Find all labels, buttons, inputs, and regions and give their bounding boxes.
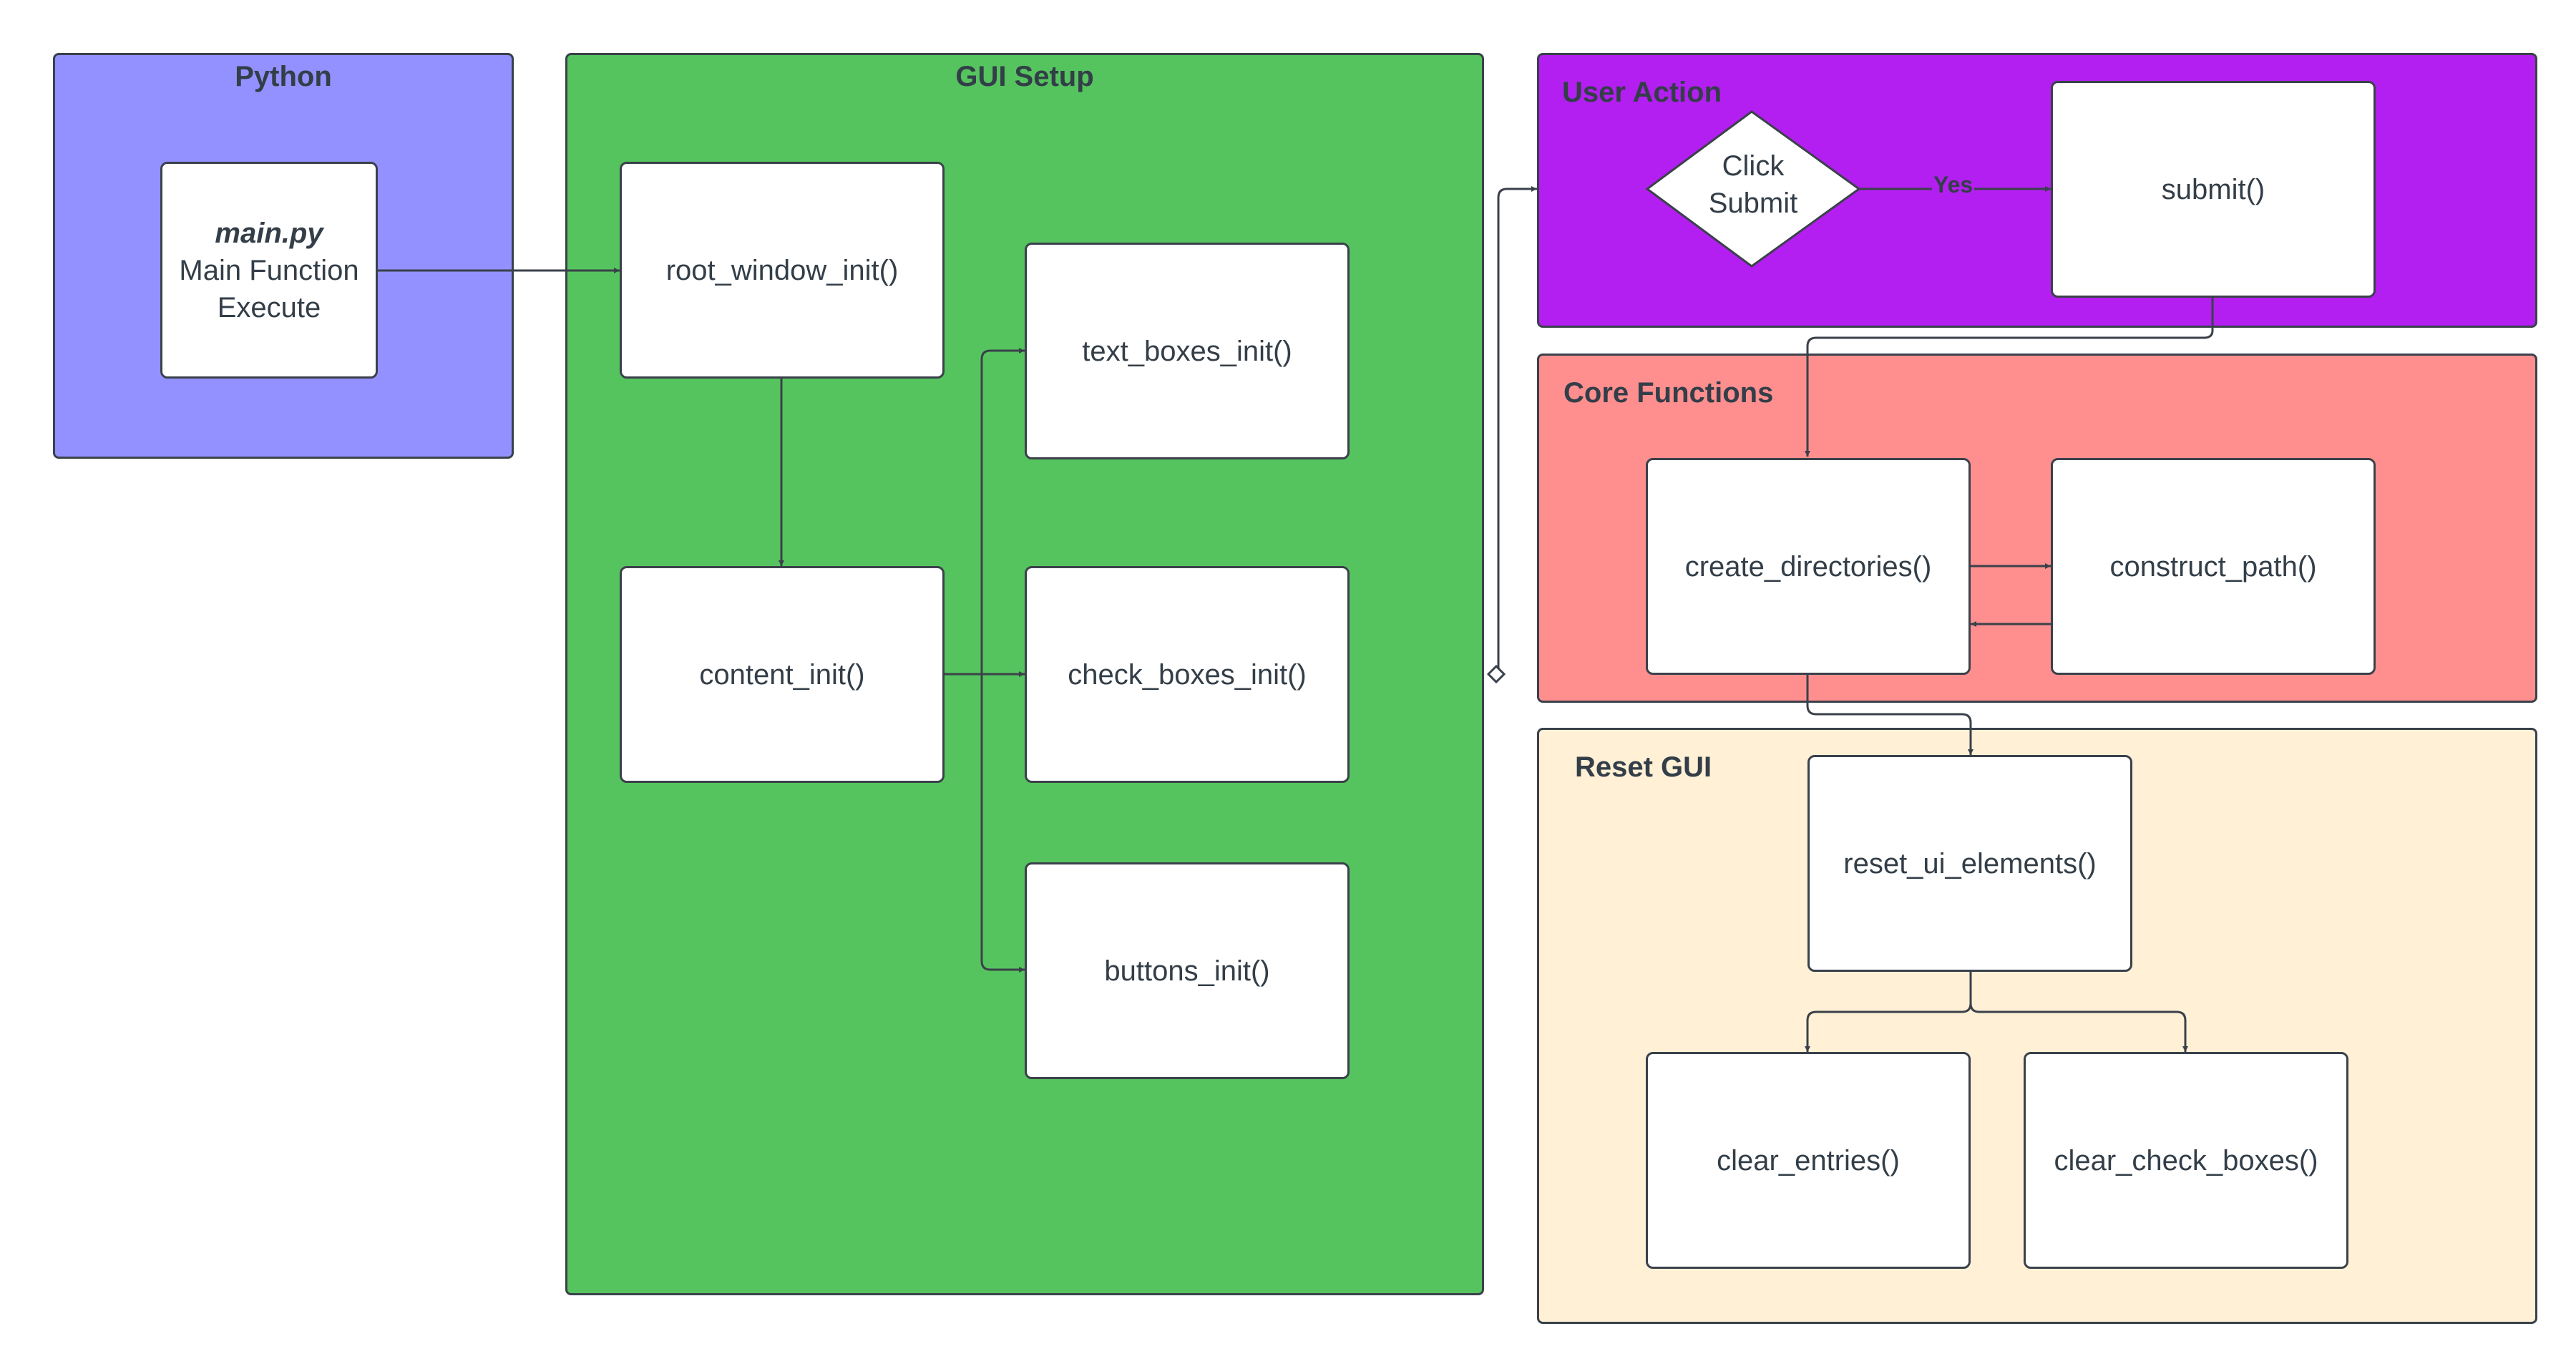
edge-reset-to-clear-checkboxes [1969, 1003, 2188, 1052]
buttons-init-node: buttons_init() [1025, 862, 1350, 1079]
main-py-node: main.py Main Function Execute [160, 162, 378, 379]
edge-gui-to-user-action [1497, 186, 1537, 674]
click-submit-diamond [1645, 110, 1861, 268]
edge-submit-to-create [1805, 298, 2214, 457]
submit-node: submit() [2051, 81, 2376, 298]
edge-content-to-buttons [980, 674, 1025, 973]
reset-gui-title: Reset GUI [1575, 751, 1712, 783]
edge-create-to-reset [1806, 674, 1974, 755]
construct-path-node: construct_path() [2051, 458, 2376, 675]
python-title: Python [235, 61, 332, 92]
core-functions-title: Core Functions [1563, 377, 1774, 409]
main-function-line1: Main Function [179, 254, 359, 286]
clear-check-boxes-node: clear_check_boxes() [2024, 1052, 2348, 1269]
diamond-connector-tail [1486, 664, 1506, 684]
clear-entries-node: clear_entries() [1646, 1052, 1971, 1269]
create-directories-node: create_directories() [1646, 458, 1971, 675]
reset-ui-elements-node: reset_ui_elements() [1807, 755, 2132, 972]
click-submit-decision: Click Submit [1662, 147, 1845, 222]
gui-setup-title: GUI Setup [955, 61, 1094, 92]
user-action-title: User Action [1562, 77, 1722, 108]
main-function-line2: Execute [217, 291, 321, 323]
click-submit-line2: Submit [1708, 187, 1798, 219]
text-boxes-init-node: text_boxes_init() [1025, 243, 1350, 459]
root-window-init-node: root_window_init() [620, 162, 945, 379]
content-init-node: content_init() [620, 566, 945, 783]
edge-label-yes: Yes [1932, 172, 1975, 198]
edge-reset-to-clear-entries [1805, 1003, 1972, 1052]
click-submit-line1: Click [1722, 150, 1785, 182]
check-boxes-init-node: check_boxes_init() [1025, 566, 1350, 783]
edge-content-to-textboxes [980, 348, 1025, 674]
main-py-title: main.py [215, 217, 323, 249]
